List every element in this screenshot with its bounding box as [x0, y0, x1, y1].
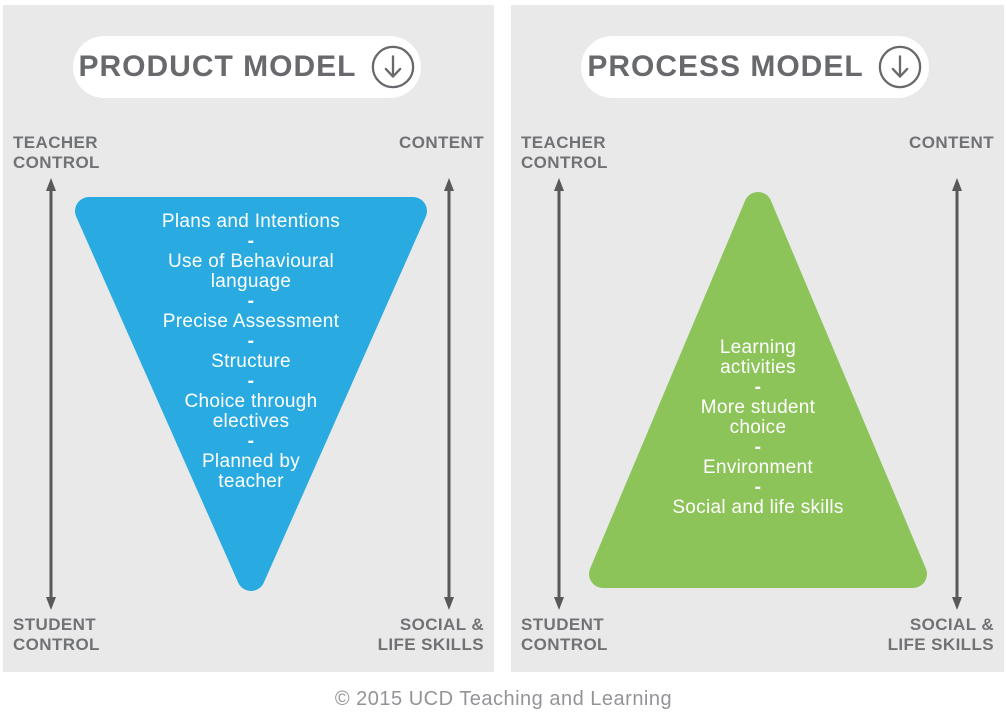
- item-separator: -: [247, 431, 255, 452]
- process-model-title: PROCESS MODEL: [587, 50, 864, 83]
- product-model-title: PRODUCT MODEL: [78, 50, 357, 83]
- axis-label-student-control: STUDENT CONTROL: [13, 615, 100, 654]
- axis-label-social-life-skills: SOCIAL & LIFE SKILLS: [377, 615, 484, 654]
- item-separator: -: [247, 331, 255, 352]
- circled-down-arrow-icon: [371, 45, 414, 89]
- triangle-item: Social and life skills: [672, 497, 844, 518]
- axis-label-student-control: STUDENT CONTROL: [521, 615, 608, 654]
- axis-label-teacher-control: TEACHER CONTROL: [13, 133, 100, 172]
- product-model-panel: PRODUCT MODEL TEACHER CONTROL CONTENT ST…: [3, 5, 494, 672]
- process-upright-triangle: [589, 192, 927, 588]
- triangle-item: Precise Assessment: [162, 311, 340, 332]
- axis-label-content: CONTENT: [909, 133, 994, 152]
- item-separator: -: [247, 291, 255, 312]
- axis-label-social-life-skills: SOCIAL & LIFE SKILLS: [887, 615, 994, 654]
- item-separator: -: [754, 437, 762, 458]
- copyright-line: © 2015 UCD Teaching and Learning: [334, 688, 673, 710]
- circled-down-arrow-icon: [878, 45, 921, 89]
- product-model-header-button[interactable]: PRODUCT MODEL: [73, 36, 421, 98]
- triangle-item: Structure: [211, 351, 291, 372]
- item-separator: -: [247, 371, 255, 392]
- triangle-item: Plans and Intentions: [161, 211, 341, 232]
- item-separator: -: [754, 377, 762, 398]
- process-model-header-button[interactable]: PROCESS MODEL: [581, 36, 929, 98]
- axis-label-teacher-control: TEACHER CONTROL: [521, 133, 608, 172]
- product-inverted-triangle: [75, 197, 427, 591]
- item-separator: -: [247, 231, 255, 252]
- triangle-item: Environment: [703, 457, 813, 478]
- axis-label-content: CONTENT: [399, 133, 484, 152]
- teacher-student-axis-arrow: [554, 178, 564, 610]
- process-model-panel: PROCESS MODEL TEACHER CONTROL CONTENT ST…: [511, 5, 1004, 672]
- content-skills-axis-arrow: [444, 178, 454, 610]
- item-separator: -: [754, 477, 762, 498]
- teacher-student-axis-arrow: [46, 178, 56, 610]
- content-skills-axis-arrow: [952, 178, 962, 610]
